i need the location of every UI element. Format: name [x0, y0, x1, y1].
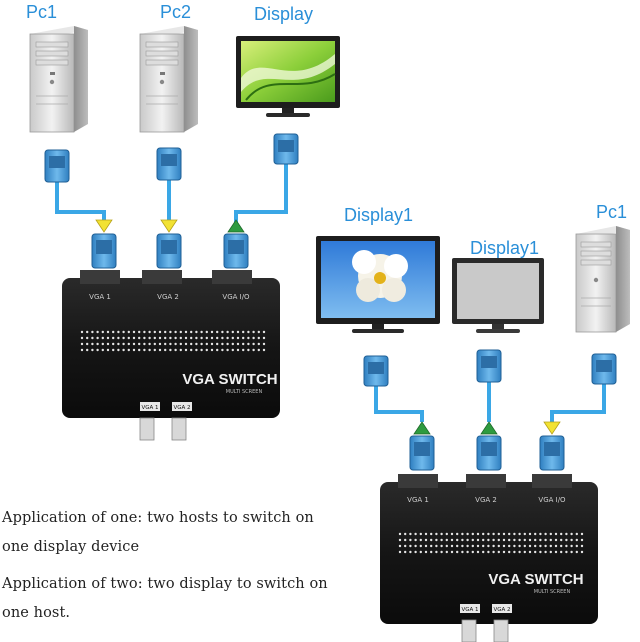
arrow-down-icon: [95, 219, 113, 233]
switch-top-button-label-2: VGA 2: [173, 405, 190, 411]
arrow-up-icon: [227, 219, 245, 233]
switch-top-port-label-1: VGA 1: [89, 293, 111, 301]
switch-top-port-label-2: VGA 2: [157, 293, 179, 301]
label-pc1: Pc1: [26, 2, 58, 22]
label-display: Display: [254, 4, 314, 24]
label-pc2: Pc2: [160, 2, 192, 22]
switch-bottom-port-label-2: VGA 2: [475, 496, 497, 504]
label-display1-left: Display1: [344, 205, 414, 225]
label-pc1-right: Pc1: [596, 202, 628, 222]
arrow-up-icon: [480, 421, 498, 435]
bottom-cables: [374, 380, 606, 422]
vga-switch-top: [62, 270, 280, 441]
switch-bottom-subtitle: MULTI SCREEN: [534, 589, 571, 595]
display1-right-monitor-icon: [452, 258, 544, 333]
arrow-down-icon: [160, 219, 178, 233]
arrow-down-icon: [543, 421, 561, 435]
switch-top-button-label-1: VGA 1: [141, 405, 158, 411]
caption-line-1: Application of one: two hosts to switch …: [2, 510, 314, 526]
pc1-right-tower-icon: [575, 226, 630, 333]
switch-top-title: VGA SWITCH: [182, 371, 277, 388]
arrow-up-icon: [413, 421, 431, 435]
vent-dot-grid: [398, 532, 584, 554]
display-monitor-icon: [236, 36, 340, 117]
switch-bottom-title: VGA SWITCH: [488, 571, 583, 588]
bottom-cable-plugs: [363, 349, 617, 471]
bottom-signal-arrows: [413, 421, 561, 435]
switch-bottom-port-label-3: VGA I/O: [538, 496, 566, 504]
pc1-tower-icon: [29, 26, 88, 133]
switch-top-subtitle: MULTI SCREEN: [226, 389, 263, 395]
pc2-tower-icon: [139, 26, 198, 133]
switch-top-port-label-3: VGA I/O: [222, 293, 250, 301]
caption-line-4: one host.: [2, 605, 71, 621]
display1-left-monitor-icon: [316, 236, 440, 333]
switch-bottom-port-label-1: VGA 1: [407, 496, 429, 504]
caption-line-3: Application of two: two display to switc…: [2, 576, 328, 592]
vent-dot-grid: [80, 330, 266, 352]
switch-bottom-button-label-2: VGA 2: [493, 607, 510, 613]
caption-line-2: one display device: [2, 539, 140, 555]
top-signal-arrows: [95, 219, 245, 233]
top-cables: [55, 162, 288, 222]
label-display1-right: Display1: [470, 238, 540, 258]
vga-switch-bottom: [380, 474, 598, 642]
switch-bottom-button-label-1: VGA 1: [461, 607, 478, 613]
top-cable-plugs: [44, 133, 299, 269]
